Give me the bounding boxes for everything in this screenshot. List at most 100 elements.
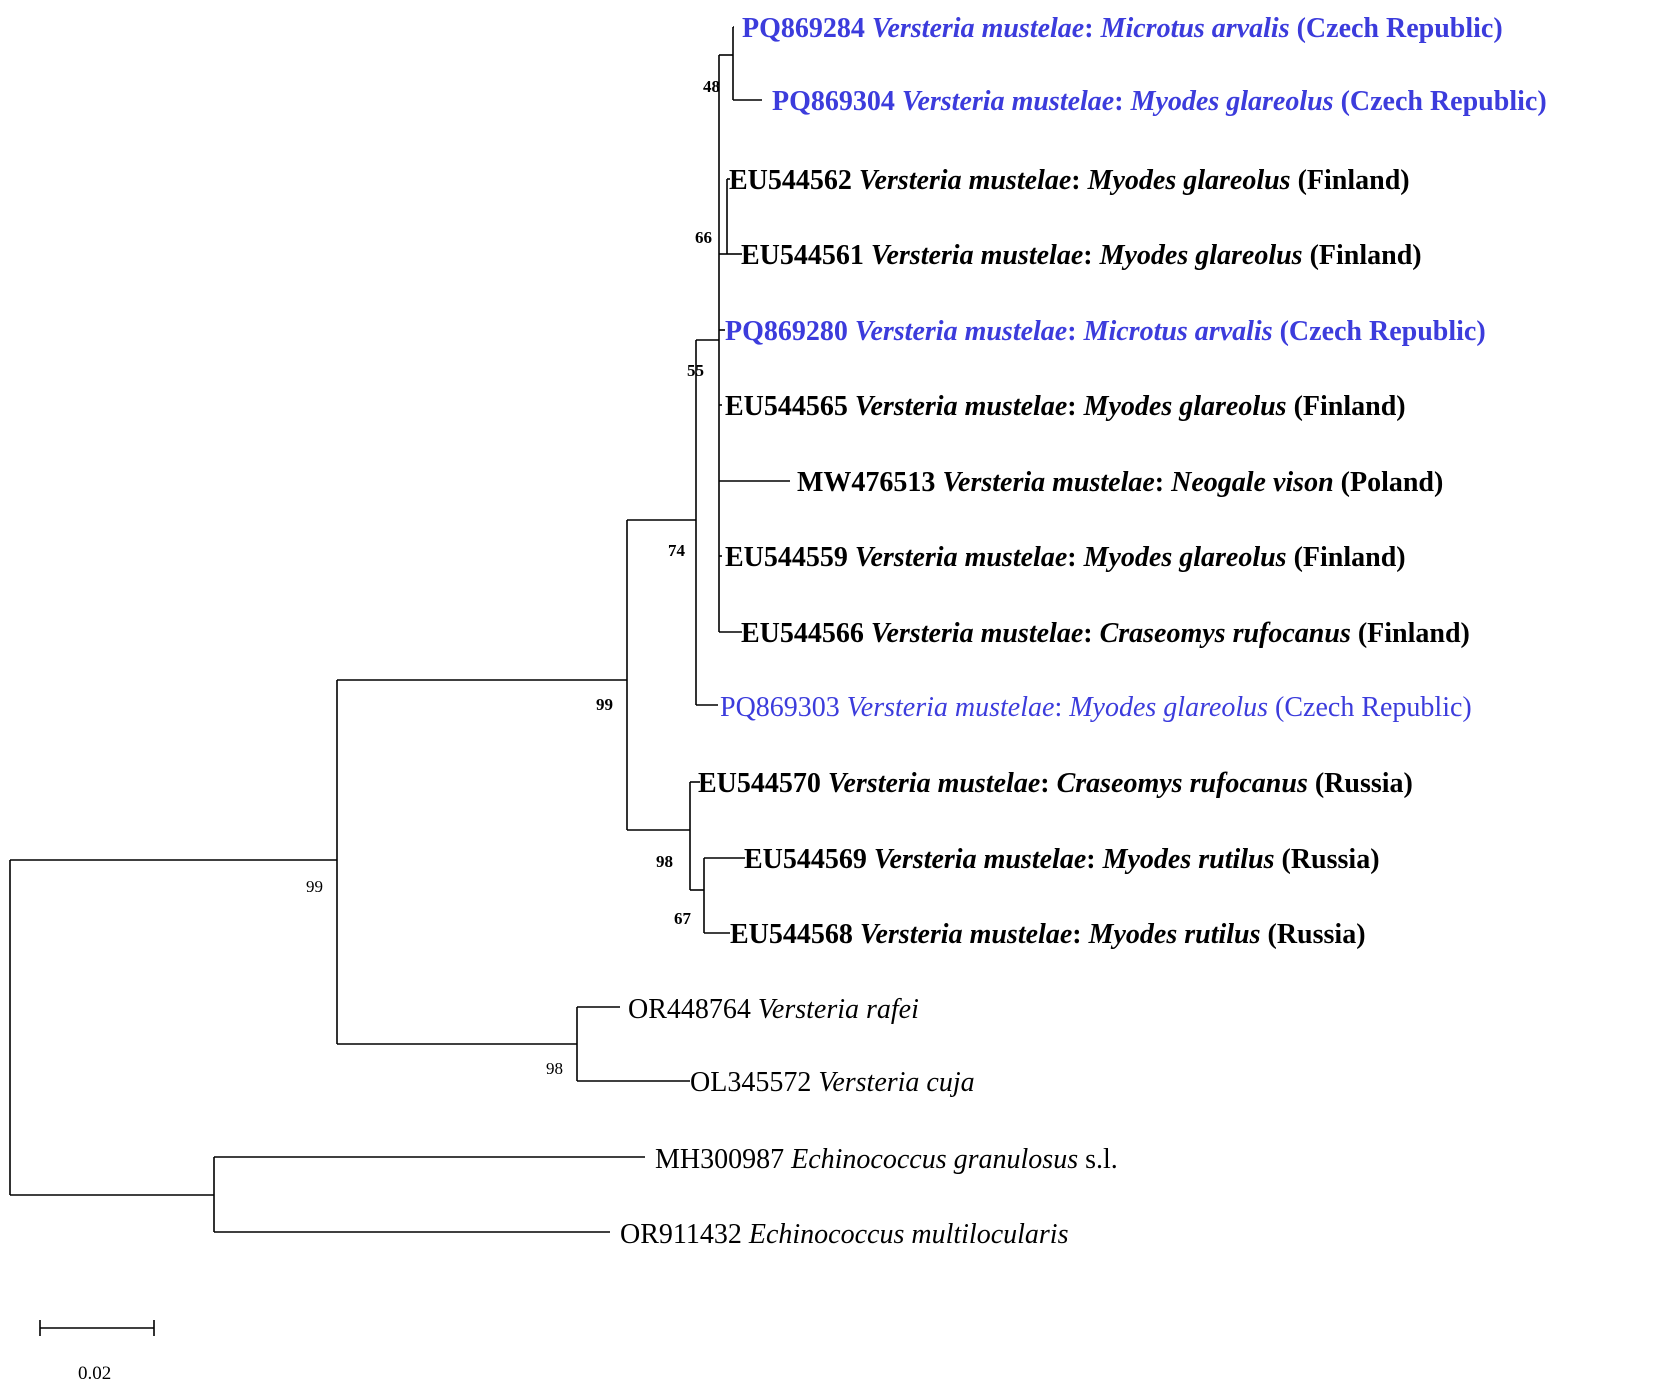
tip-host: Microtus arvalis bbox=[1083, 316, 1273, 347]
tip-separator: : bbox=[1040, 768, 1056, 799]
tip-label-pq869280: PQ869280 Versteria mustelae: Microtus ar… bbox=[725, 316, 1486, 347]
tip-species: Versteria mustelae bbox=[874, 844, 1086, 875]
tip-label-eu544568: EU544568 Versteria mustelae: Myodes ruti… bbox=[730, 919, 1366, 950]
tip-host: Neogale vison bbox=[1170, 467, 1334, 498]
tip-species: Versteria mustelae bbox=[828, 768, 1040, 799]
bootstrap-value: 48 bbox=[703, 77, 720, 96]
tip-label-pq869284: PQ869284 Versteria mustelae: Microtus ar… bbox=[742, 13, 1503, 44]
tip-country: (Finland) bbox=[1351, 618, 1470, 649]
tip-separator: : bbox=[1072, 919, 1088, 950]
tip-country: (Russia) bbox=[1261, 919, 1366, 950]
tip-species: Versteria mustelae bbox=[872, 13, 1084, 44]
tip-species: Versteria mustelae bbox=[902, 86, 1114, 117]
tip-country: (Russia) bbox=[1308, 768, 1413, 799]
tip-host: Myodes glareolus bbox=[1099, 240, 1303, 271]
tip-country: (Russia) bbox=[1275, 844, 1380, 875]
tip-species: Echinococcus multilocularis bbox=[748, 1219, 1069, 1250]
bootstrap-value: 98 bbox=[546, 1059, 563, 1078]
tip-country: (Czech Republic) bbox=[1334, 86, 1547, 117]
tip-species: Versteria cuja bbox=[818, 1067, 974, 1098]
tip-accession: EU544561 bbox=[741, 240, 871, 271]
tip-accession: EU544566 bbox=[741, 618, 871, 649]
bootstrap-value: 67 bbox=[674, 909, 692, 928]
tip-accession: EU544569 bbox=[744, 844, 874, 875]
tip-label-ol345572: OL345572 Versteria cuja bbox=[690, 1067, 975, 1098]
tip-host: Craseomys rufocanus bbox=[1100, 618, 1351, 649]
tip-country: (Czech Republic) bbox=[1290, 13, 1503, 44]
tip-country: (Czech Republic) bbox=[1268, 692, 1472, 723]
tip-species: Versteria mustelae bbox=[860, 919, 1072, 950]
bootstrap-value: 98 bbox=[656, 852, 673, 871]
tip-species: Versteria mustelae bbox=[847, 692, 1055, 723]
tip-accession: PQ869284 bbox=[742, 13, 872, 44]
tip-label-eu544565: EU544565 Versteria mustelae: Myodes glar… bbox=[725, 391, 1406, 422]
tip-label-or448764: OR448764 Versteria rafei bbox=[628, 994, 919, 1025]
tip-accession: OL345572 bbox=[690, 1067, 818, 1098]
tip-host: Myodes rutilus bbox=[1102, 844, 1275, 875]
tip-separator: : bbox=[1054, 692, 1069, 723]
tip-host: Myodes glareolus bbox=[1130, 86, 1334, 117]
tip-separator: : bbox=[1083, 618, 1099, 649]
tip-country: s.l. bbox=[1078, 1144, 1118, 1175]
tip-species: Versteria mustelae bbox=[871, 618, 1083, 649]
tip-species: Echinococcus granulosus bbox=[790, 1144, 1078, 1175]
tip-separator: : bbox=[1114, 86, 1130, 117]
tip-accession: EU544568 bbox=[730, 919, 860, 950]
tip-label-eu544561: EU544561 Versteria mustelae: Myodes glar… bbox=[741, 240, 1422, 271]
bootstrap-value: 99 bbox=[306, 877, 323, 896]
tip-accession: EU544559 bbox=[725, 542, 855, 573]
tip-host: Myodes glareolus bbox=[1068, 692, 1268, 723]
tip-species: Versteria rafei bbox=[758, 994, 919, 1025]
tip-host: Microtus arvalis bbox=[1100, 13, 1290, 44]
tip-label-pq869303: PQ869303 Versteria mustelae: Myodes glar… bbox=[720, 692, 1472, 723]
bootstrap-value: 55 bbox=[687, 361, 704, 380]
tip-separator: : bbox=[1083, 240, 1099, 271]
tip-country: (Poland) bbox=[1334, 467, 1444, 498]
scale-bar-label: 0.02 bbox=[78, 1363, 111, 1383]
bootstrap-value: 99 bbox=[596, 695, 613, 714]
tip-separator: : bbox=[1086, 844, 1102, 875]
tip-label-eu544570: EU544570 Versteria mustelae: Craseomys r… bbox=[698, 768, 1413, 799]
tip-accession: PQ869303 bbox=[720, 692, 847, 723]
tip-species: Versteria mustelae bbox=[942, 467, 1154, 498]
tip-host: Craseomys rufocanus bbox=[1057, 768, 1308, 799]
tip-accession: EU544565 bbox=[725, 391, 855, 422]
tip-country: (Finland) bbox=[1287, 542, 1406, 573]
tip-separator: : bbox=[1084, 13, 1100, 44]
tip-separator: : bbox=[1155, 467, 1171, 498]
tip-country: (Finland) bbox=[1303, 240, 1422, 271]
tip-accession: EU544562 bbox=[729, 165, 859, 196]
tip-accession: EU544570 bbox=[698, 768, 828, 799]
tip-label-eu544566: EU544566 Versteria mustelae: Craseomys r… bbox=[741, 618, 1470, 649]
tip-species: Versteria mustelae bbox=[855, 391, 1067, 422]
tip-accession: PQ869304 bbox=[772, 86, 902, 117]
tip-accession: MH300987 bbox=[655, 1144, 791, 1175]
tip-accession: OR911432 bbox=[620, 1219, 749, 1250]
tip-label-mh300987: MH300987 Echinococcus granulosus s.l. bbox=[655, 1144, 1118, 1175]
tip-country: (Finland) bbox=[1287, 391, 1406, 422]
tip-label-eu544562: EU544562 Versteria mustelae: Myodes glar… bbox=[729, 165, 1410, 196]
tip-separator: : bbox=[1067, 542, 1083, 573]
tip-species: Versteria mustelae bbox=[855, 542, 1067, 573]
tip-label-mw476513: MW476513 Versteria mustelae: Neogale vis… bbox=[797, 467, 1443, 498]
tip-species: Versteria mustelae bbox=[871, 240, 1083, 271]
tip-label-or911432: OR911432 Echinococcus multilocularis bbox=[620, 1219, 1069, 1250]
tip-country: (Finland) bbox=[1291, 165, 1410, 196]
bootstrap-value: 66 bbox=[695, 228, 712, 247]
tip-label-eu544559: EU544559 Versteria mustelae: Myodes glar… bbox=[725, 542, 1406, 573]
tip-host: Myodes rutilus bbox=[1088, 919, 1261, 950]
tip-separator: : bbox=[1067, 316, 1083, 347]
tip-host: Myodes glareolus bbox=[1083, 391, 1287, 422]
tip-separator: : bbox=[1067, 391, 1083, 422]
tip-accession: OR448764 bbox=[628, 994, 758, 1025]
bootstrap-value: 74 bbox=[668, 541, 686, 560]
tip-species: Versteria mustelae bbox=[855, 316, 1067, 347]
tip-country: (Czech Republic) bbox=[1273, 316, 1486, 347]
tip-accession: PQ869280 bbox=[725, 316, 855, 347]
tip-label-eu544569: EU544569 Versteria mustelae: Myodes ruti… bbox=[744, 844, 1380, 875]
tip-accession: MW476513 bbox=[797, 467, 942, 498]
tip-host: Myodes glareolus bbox=[1087, 165, 1291, 196]
tip-separator: : bbox=[1071, 165, 1087, 196]
